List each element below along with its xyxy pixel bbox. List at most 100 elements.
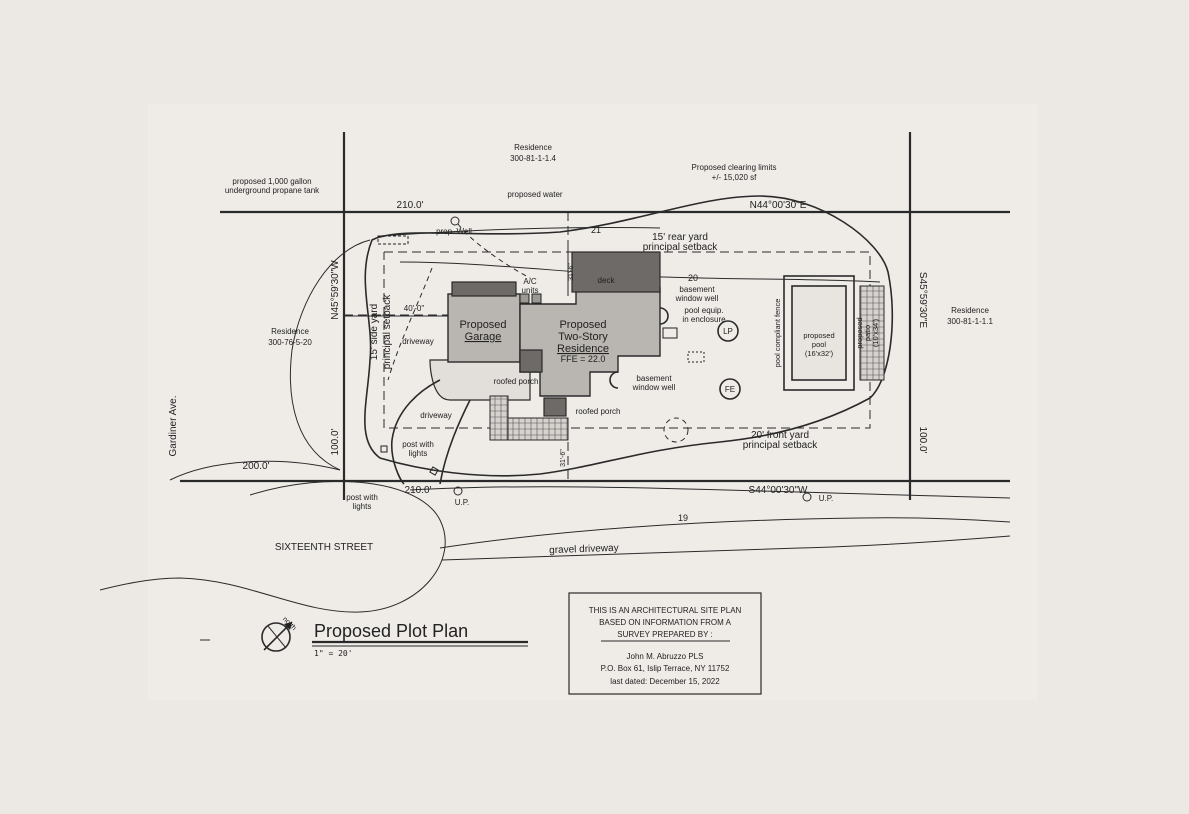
pool-equip-label-2: in enclosure [682,315,726,324]
distance-left: 100.0' [330,428,341,455]
porch-dark-2 [543,397,567,417]
neighbor-top-id: 300-81-1-1.4 [510,154,556,163]
patio-label-3: (10'x34') [871,318,880,347]
contour-21-line [379,226,661,237]
notice-line-5: P.O. Box 61, Islip Terrace, NY 11752 [601,664,730,673]
pool-fence [783,275,855,391]
well-label: prop. Well [436,227,472,236]
utility-pole-symbol [802,492,812,502]
rear-setback-label-2: principal setback [643,242,718,253]
gravel-driveway-top [439,517,1011,549]
distance-frontage: 200.0' [243,461,270,472]
garage-label-1: Proposed [459,319,506,331]
pool-label-2: pool [812,340,827,349]
contour-19-line [409,486,1011,499]
neighbor-top-label: Residence [514,143,552,152]
notice-line-2: BASED ON INFORMATION FROM A [599,618,732,627]
porch-dark [519,349,543,373]
water-label: proposed water [507,190,562,199]
front-offset-dim: 31'-6" [560,449,567,467]
side-setback-label-1: 15' side yard [369,304,380,360]
pool-label-1: proposed [803,331,834,340]
notice-box [568,592,762,695]
propane-label-1: proposed 1,000 gallon [232,177,311,186]
ac-unit [531,293,542,304]
residence-label-3: Residence [557,343,609,355]
plan-scale: 1" = 20' [314,649,353,658]
neighbor-left-id: 300-76-5-20 [268,338,312,347]
pool [791,285,847,381]
water-line [457,223,531,279]
patio-label-2: patio [863,325,872,341]
propane-tank-symbol [377,235,409,245]
notice-line-3: SURVEY PREPARED BY : [617,630,712,639]
fire-extinguisher-symbol [719,378,741,400]
notice-line-6: last dated: December 15, 2022 [610,677,720,686]
utility-pole-symbol [453,486,463,496]
bearing-left: N45°59'30"W [330,260,341,320]
gravel-driveway-label: gravel driveway [549,543,619,556]
contour-19-label: 19 [678,513,688,523]
window-well [609,371,619,389]
residence-label-1: Proposed [559,319,606,331]
roofed-porch-label-2: roofed porch [576,407,621,416]
clearing-limits-line [364,195,894,477]
distance-top: 210.0' [397,200,424,211]
pool-equip-label-1: pool equip. [684,306,723,315]
garage-roof-strip [451,281,517,297]
front-setback-label-1: 20' front yard [751,430,809,441]
gardiner-curve [169,460,341,481]
tree-symbol [663,417,689,443]
gravel-driveway-bottom [441,535,1011,561]
driveway-right-edge [439,399,471,485]
gardiner-label: Gardiner Ave. [168,396,179,457]
deck [571,251,661,293]
neighbor-right-label: Residence [951,306,989,315]
distance-bottom: 210.0' [405,485,432,496]
well-symbol [450,216,460,226]
driveway-label-2: driveway [420,411,452,420]
garage-label-2: Garage [465,331,502,343]
clearing-label-2: +/- 15,020 sf [712,173,757,182]
post2-label-1: post with [346,493,378,502]
contour-20-label: 20 [688,273,698,283]
clearing-label-1: Proposed clearing limits [692,163,777,172]
side-setback-label-2: principal setback [382,294,393,369]
neighbor-right-id: 300-81-1-1.1 [947,317,993,326]
notice-line-4: John M. Abruzzo PLS [627,652,704,661]
driveway-left-edge [390,379,441,485]
side-offset-dim: 40'-0" [404,304,425,313]
neighbor-left-label: Residence [271,327,309,336]
ac-label-2: units [522,286,539,295]
ffe-label: FFE = 22.0 [561,354,606,364]
pool-fence-label: pool compliant fence [773,299,782,368]
notice-line-1: THIS IS AN ARCHITECTURAL SITE PLAN [589,606,742,615]
fe-label: FE [725,385,735,394]
contour-21-label: 21 [591,225,601,235]
post1-label-1: post with [402,440,434,449]
stone-steps [507,417,569,441]
lp-tank-symbol [717,320,739,342]
plan-title: Proposed Plot Plan [314,621,468,641]
propane-line [387,267,433,381]
street-label: SIXTEENTH STREET [275,542,373,553]
up1-label: U.P. [455,498,470,507]
stone-walkway [489,395,509,441]
rear-offset-dim: 31'-6" [568,263,575,281]
bearing-right: S45°59'30"E [917,272,928,328]
deck-label: deck [598,276,616,285]
light-post [380,445,388,453]
bearing-top: N44°00'30"E [750,200,807,211]
rear-setback-label-1: 15' rear yard [652,232,708,243]
residence-label-2: Two-Story [558,331,608,343]
window-well [659,307,669,325]
up2-label: U.P. [819,494,834,503]
lp-label: LP [723,327,733,336]
patio-label-1: proposed [855,317,864,348]
ac-unit [519,293,530,304]
pool-label-3: (16'x32') [805,349,834,358]
north-arrow [261,621,293,652]
distance-right: 100.0' [917,427,928,454]
